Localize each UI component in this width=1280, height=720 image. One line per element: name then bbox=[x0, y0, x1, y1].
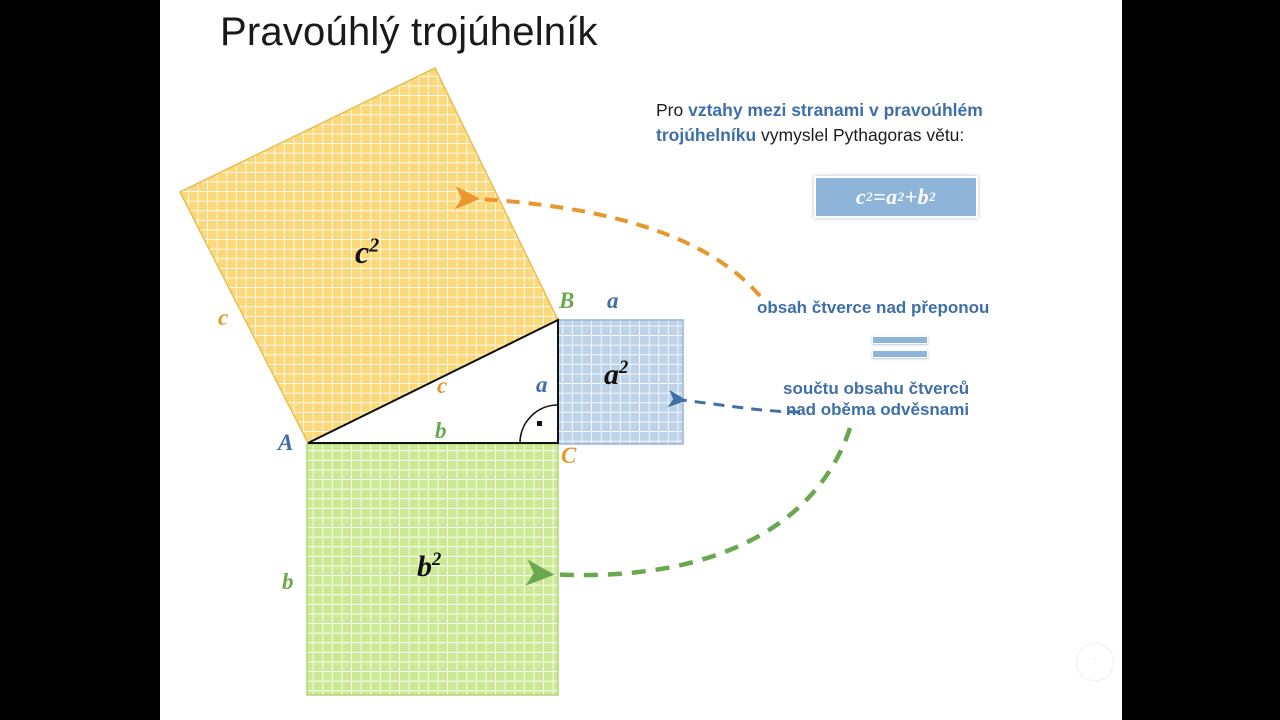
blue-arrow-to-a-square bbox=[667, 389, 801, 414]
note-legs-line1: součtu obsahu čtverců bbox=[783, 379, 970, 398]
label-a-squared-base: a bbox=[604, 358, 619, 391]
formula-a-exponent: 2 bbox=[897, 189, 905, 204]
side-label-b-left: b bbox=[282, 569, 294, 594]
formula-c-exponent: 2 bbox=[866, 189, 874, 204]
right-angle-dot bbox=[537, 421, 542, 426]
formula-plus: + bbox=[904, 184, 918, 209]
label-c-squared-exp: 2 bbox=[369, 234, 380, 257]
paragraph-lead: Pro bbox=[656, 100, 689, 120]
paragraph-highlight: vztahy mezi stranami v pravoúhlém trojúh… bbox=[656, 100, 983, 145]
note-legs-area: součtu obsahu čtverců nad oběma odvěsnam… bbox=[783, 378, 969, 420]
label-a-squared: a2 bbox=[604, 357, 628, 392]
side-label-c-outer: c bbox=[218, 305, 229, 330]
side-label-a-inner: a bbox=[536, 372, 548, 397]
formula-b: b bbox=[917, 184, 930, 209]
paragraph-tail: vymyslel Pythagoras větu: bbox=[756, 125, 965, 145]
equals-bar-top bbox=[872, 336, 928, 344]
right-triangle-shape bbox=[307, 318, 559, 444]
side-label-c-hypotenuse: c bbox=[437, 373, 448, 398]
label-b-squared-base: b bbox=[417, 550, 432, 583]
label-b-squared-exp: 2 bbox=[432, 549, 442, 570]
equals-sign-graphic bbox=[872, 336, 928, 362]
pythagoras-figure bbox=[178, 66, 853, 696]
note-hypotenuse-area: obsah čtverce nad přeponou bbox=[757, 298, 990, 317]
intro-paragraph: Pro vztahy mezi stranami v pravoúhlém tr… bbox=[656, 98, 1076, 148]
label-b-squared: b2 bbox=[417, 549, 441, 584]
formula-b-exponent: 2 bbox=[929, 189, 937, 204]
vertex-label-A: A bbox=[278, 430, 294, 455]
formula-equals: = bbox=[873, 184, 887, 209]
slide-canvas: Pravoúhlý trojúhelník Pro vztahy mezi st… bbox=[160, 0, 1122, 720]
equals-bar-bottom bbox=[872, 350, 928, 358]
page-title: Pravoúhlý trojúhelník bbox=[220, 10, 598, 54]
green-arrow-to-b-square bbox=[525, 427, 853, 586]
side-label-a-top: a bbox=[607, 288, 619, 313]
watermark bbox=[1065, 632, 1122, 692]
label-c-squared-base: c bbox=[355, 234, 370, 270]
side-label-b-inner: b bbox=[435, 418, 447, 443]
leg-b-square-shape bbox=[306, 443, 559, 696]
vertex-label-C: C bbox=[561, 443, 577, 468]
label-c-squared: c2 bbox=[355, 234, 379, 271]
note-legs-line2: nad oběma odvěsnami bbox=[785, 400, 970, 419]
right-angle-arc bbox=[519, 404, 559, 444]
formula-c: c bbox=[855, 184, 867, 209]
label-a-squared-exp: 2 bbox=[619, 357, 629, 378]
vertex-label-B: B bbox=[559, 288, 575, 313]
orange-arrow-to-c-square bbox=[454, 186, 762, 298]
formula-a: a bbox=[886, 184, 898, 209]
